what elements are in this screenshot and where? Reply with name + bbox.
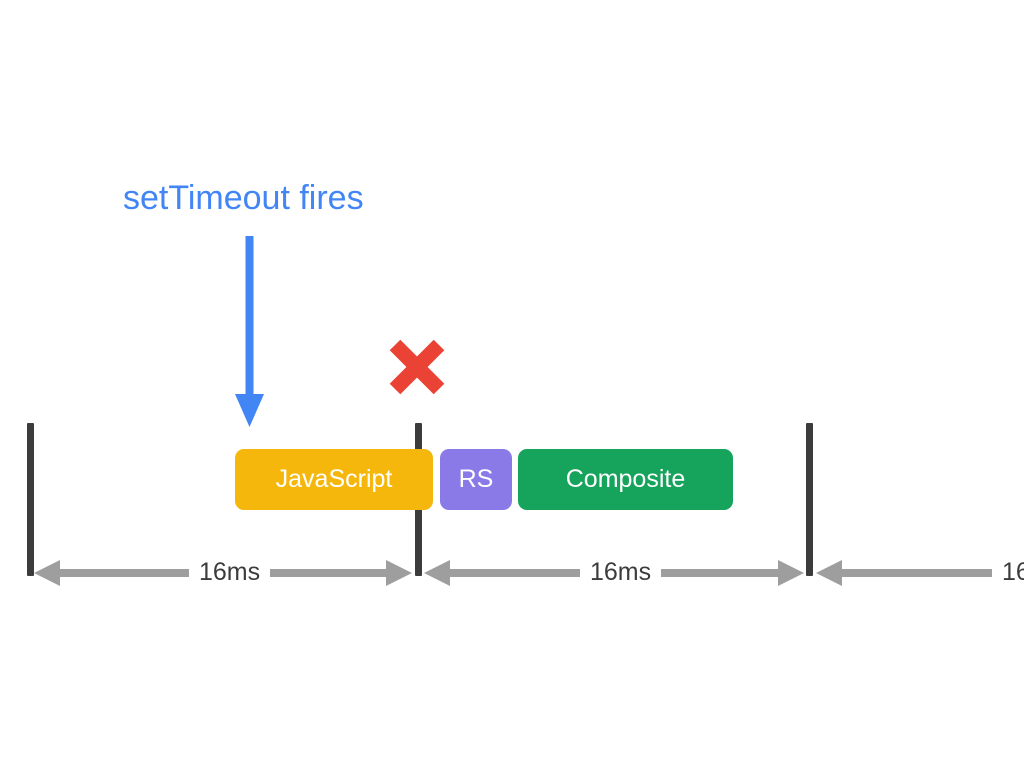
- task-label-javascript: JavaScript: [275, 465, 393, 493]
- frame-boundary-1: [27, 423, 34, 576]
- missed-frame-x-icon: [386, 338, 448, 401]
- frame-duration-3-label: 16: [992, 560, 1024, 585]
- settimeout-callout-arrow: [230, 236, 270, 433]
- frame-boundary-3: [806, 423, 813, 576]
- frame-duration-3: 16: [816, 558, 1024, 588]
- task-label-recalc-style: RS: [458, 465, 494, 493]
- task-block-composite[interactable]: Composite: [518, 449, 733, 510]
- frame-duration-1-label: 16ms: [189, 560, 271, 585]
- task-block-recalc-style[interactable]: RS: [440, 449, 512, 510]
- settimeout-annotation-label: setTimeout fires: [123, 179, 364, 217]
- task-block-javascript[interactable]: JavaScript: [235, 449, 433, 510]
- frame-duration-2-label: 16ms: [580, 560, 662, 585]
- frame-duration-2: 16ms: [424, 558, 804, 588]
- task-label-composite: Composite: [565, 465, 686, 493]
- frame-duration-1: 16ms: [34, 558, 412, 588]
